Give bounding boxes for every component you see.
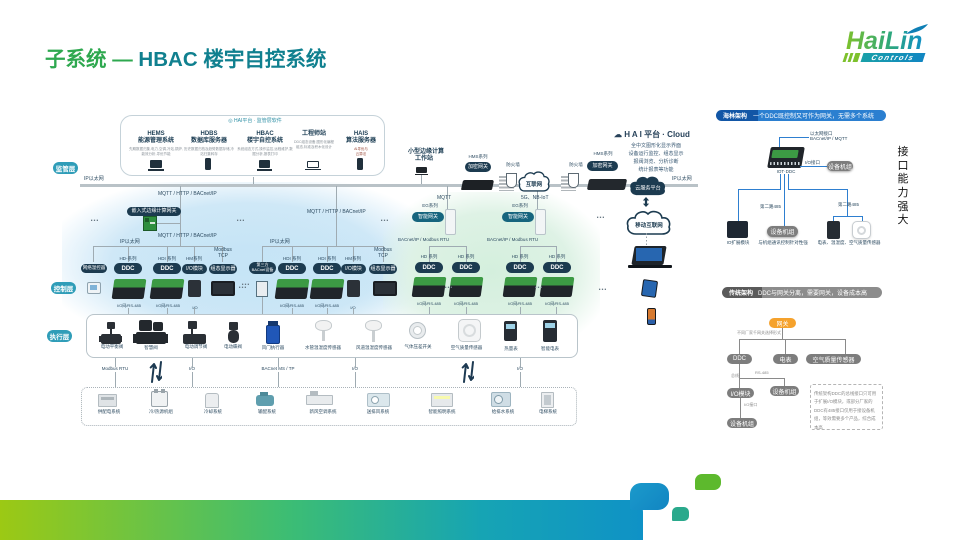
svg-text:云服务平台: 云服务平台 [635,184,661,191]
svg-text:移动互联网: 移动互联网 [635,221,663,229]
svg-text:互联网: 互联网 [526,180,543,188]
